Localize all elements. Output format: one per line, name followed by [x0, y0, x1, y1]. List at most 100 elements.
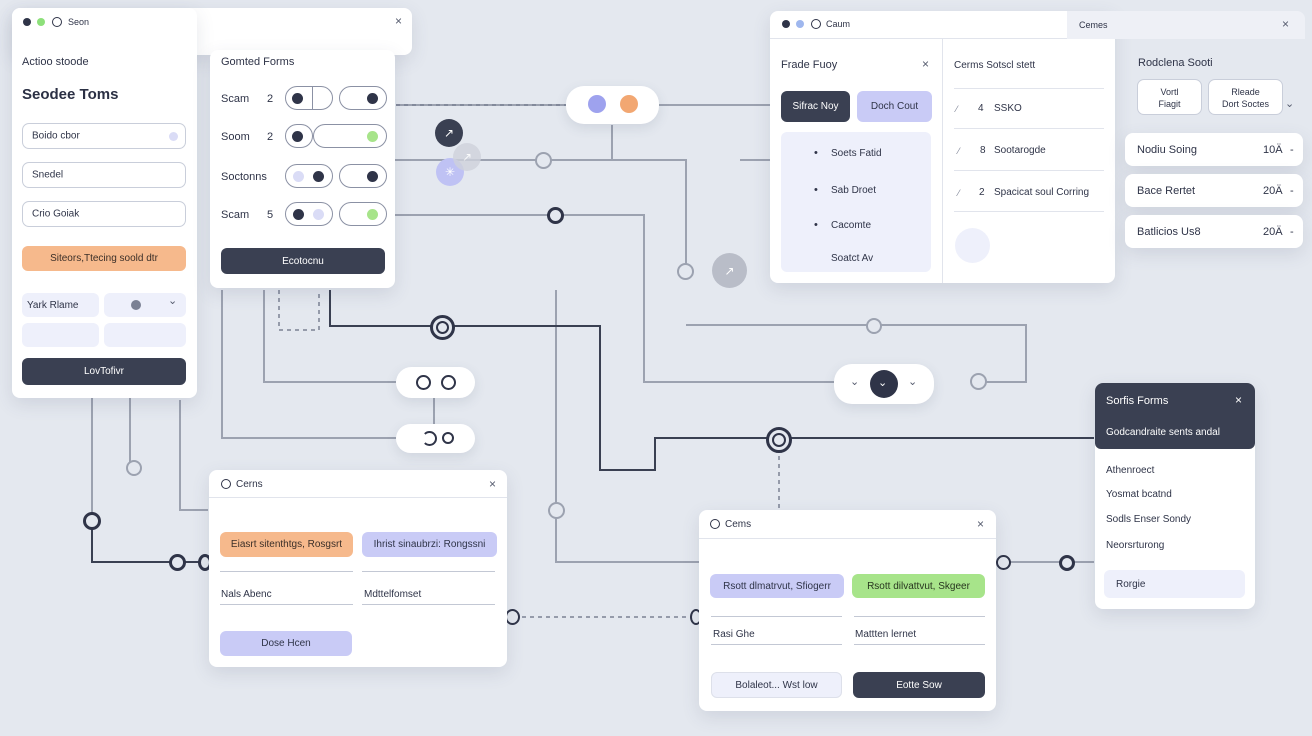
list-item[interactable]: Spacicat soul Corring [994, 187, 1090, 198]
toggle-switch[interactable] [339, 164, 387, 188]
menu-item[interactable]: Sodls Enser Sondy [1106, 514, 1192, 525]
small-label-chip[interactable]: Yark Rlame [22, 293, 99, 317]
close-icon[interactable]: × [922, 57, 930, 71]
list-index-number: 2 [979, 187, 985, 198]
cursor-icon: ↗ [443, 126, 455, 140]
empty-chip[interactable] [22, 323, 99, 347]
list-item[interactable]: SSKO [994, 103, 1022, 114]
form-field-label[interactable]: Rasi Ghe [713, 629, 755, 640]
window-tab-title: Seon [68, 17, 90, 27]
lavender-action-button[interactable]: Rsott dlmatrvut, Sfiogerr [710, 574, 844, 598]
connector-node[interactable] [677, 263, 694, 280]
field-underline [711, 616, 842, 617]
lavender-action-button[interactable]: Ihrist sinaubrzi: Rongssni [362, 532, 497, 557]
list-bullet: • [814, 219, 818, 231]
ring-pill[interactable] [396, 367, 475, 398]
toggle-knob [367, 171, 378, 182]
field-underline [854, 616, 985, 617]
connector-node[interactable] [83, 512, 101, 530]
green-action-button[interactable]: Rsott dilvattvut, Skgeer [852, 574, 985, 598]
menu-item[interactable]: Athenroect [1106, 465, 1155, 476]
submit-button[interactable]: LovTofivr [22, 358, 186, 385]
connector-hub-node[interactable] [430, 315, 455, 340]
stat-dash: - [1290, 185, 1294, 197]
empty-chip[interactable] [104, 323, 186, 347]
list-item[interactable]: Soets Fatid [831, 148, 882, 159]
stat-row[interactable]: Batlicios Us8 20Ä - [1125, 215, 1303, 248]
close-icon[interactable]: × [395, 14, 403, 28]
stat-row[interactable]: Nodiu Soing 10Ä - [1125, 133, 1303, 166]
window-right-tab[interactable] [1067, 11, 1305, 39]
option-box[interactable]: Rleade Dort Soctes [1208, 79, 1283, 115]
row-number: 2 [267, 93, 274, 105]
stat-row[interactable]: Bace Rertet 20Ä - [1125, 174, 1303, 207]
chevron-pill[interactable]: ⌄ ⌄ ⌄ [834, 364, 934, 404]
list-item[interactable]: Sootarogde [994, 145, 1046, 156]
menu-item[interactable]: Neorsrturong [1106, 540, 1165, 551]
settings-icon[interactable] [52, 17, 62, 27]
toggle-switch[interactable] [339, 202, 387, 226]
form-field-label[interactable]: Nals Abenc [221, 589, 272, 600]
connector-node[interactable] [996, 555, 1011, 570]
toggle-knob [292, 131, 303, 142]
connector-node[interactable] [547, 207, 564, 224]
connector-node[interactable] [548, 502, 565, 519]
list-divider [954, 170, 1104, 171]
text-field-3[interactable]: Crio Goiak [22, 201, 186, 227]
field-underline [220, 604, 353, 605]
settings-icon[interactable] [710, 519, 720, 529]
peach-action-button[interactable]: Eiasrt sitenthtgs, Rosgsrt [220, 532, 353, 557]
close-icon[interactable]: × [1235, 393, 1243, 407]
peach-action-bar[interactable]: Siteors,Ttecing soold dtr [22, 246, 186, 271]
connector-node[interactable] [169, 554, 186, 571]
list-item[interactable]: Soatct Av [831, 253, 874, 264]
menu-item[interactable]: Yosmat bcatnd [1106, 489, 1172, 500]
connector-node[interactable] [866, 318, 882, 334]
secondary-button[interactable]: Bolaleot... Wst low [711, 672, 842, 698]
text-field-2[interactable]: Snedel [22, 162, 186, 188]
close-icon[interactable]: × [977, 517, 985, 531]
option-box[interactable]: Vortl Fiagit [1137, 79, 1202, 115]
list-item[interactable]: Cacomte [831, 220, 872, 231]
secondary-button[interactable]: Rorgie [1104, 570, 1245, 598]
cursor-action-bubble[interactable]: ↗ [435, 119, 463, 147]
dark-action-button[interactable]: Sifrac Noy [781, 91, 850, 122]
form-field-label[interactable]: Mdttelfomset [364, 589, 422, 600]
close-icon[interactable]: × [1282, 17, 1290, 31]
avatar-placeholder[interactable] [955, 228, 990, 263]
ring-pill[interactable] [396, 424, 475, 453]
field-text: Crio Goiak [32, 208, 80, 220]
connector-node[interactable] [535, 152, 552, 169]
avatars-pill[interactable] [566, 86, 659, 124]
toggle-switch[interactable] [285, 124, 313, 148]
row-label: Soom [221, 131, 250, 143]
form-field-label[interactable]: Mattten lernet [855, 629, 917, 640]
field-underline [220, 571, 353, 572]
chevron-down-icon: ⌄ [878, 377, 888, 389]
toggle-switch[interactable] [285, 86, 333, 110]
settings-icon[interactable] [221, 479, 231, 489]
chevron-down-icon[interactable]: ⌄ [1285, 98, 1295, 110]
toggle-switch[interactable] [339, 86, 387, 110]
connector-node[interactable] [126, 460, 142, 476]
primary-button[interactable]: Eotte Sow [853, 672, 985, 698]
connector-node[interactable] [1059, 555, 1075, 571]
toggle-switch[interactable] [285, 164, 333, 188]
window-tab-title: Caum [826, 19, 851, 29]
settings-icon[interactable] [811, 19, 821, 29]
lavender-action-button[interactable]: Doch Cout [857, 91, 932, 122]
dropdown-select[interactable]: ⌄ [104, 293, 186, 317]
toggle-switch[interactable] [285, 202, 333, 226]
cursor-node-bubble[interactable]: ↗ [712, 253, 747, 288]
window-tab-title: Cerns [236, 479, 263, 490]
toggle-switch[interactable] [313, 124, 387, 148]
text-field-1[interactable]: Boido cbor [22, 123, 186, 149]
list-item[interactable]: Sab Droet [831, 185, 877, 196]
primary-button[interactable]: Ecotocnu [221, 248, 385, 274]
connector-hub-node[interactable] [766, 427, 792, 453]
connector-node[interactable] [970, 373, 987, 390]
primary-button[interactable]: Dose Hcen [220, 631, 352, 656]
connector-node[interactable] [505, 609, 520, 625]
link-bubble[interactable]: ↗ [453, 143, 481, 171]
close-icon[interactable]: × [489, 477, 497, 491]
